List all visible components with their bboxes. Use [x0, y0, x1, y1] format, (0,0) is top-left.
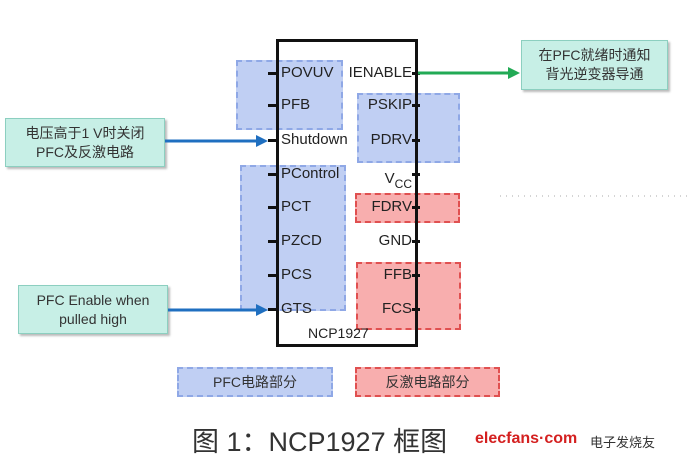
callout-line: 背光逆变器导通	[545, 66, 644, 82]
pfc-group-top	[236, 60, 343, 130]
pin-tick	[412, 173, 420, 176]
arrowhead-icon	[508, 67, 520, 79]
pin-tick	[412, 274, 420, 277]
pin-tick	[268, 206, 276, 209]
chip-name: NCP1927	[308, 325, 369, 341]
pin-tick	[412, 72, 420, 75]
callout-shutdown: 电压高于1 V时关闭 PFC及反激电路	[5, 118, 165, 167]
ncp1927-chip	[276, 39, 418, 347]
pfc-group-bottom	[240, 165, 346, 311]
right-pin-label: PDRV	[370, 131, 412, 148]
pin-tick	[412, 308, 420, 311]
right-pin-label: IENABLE	[348, 64, 412, 81]
pin-tick	[268, 139, 276, 142]
pin-tick	[412, 240, 420, 243]
watermark-name: 电子发烧友	[590, 436, 656, 451]
callout-line: 在PFC就绪时通知	[538, 47, 651, 63]
left-pin-label: PZCD	[281, 232, 322, 249]
callout-ienable: 在PFC就绪时通知 背光逆变器导通	[521, 40, 668, 90]
pin-tick	[268, 173, 276, 176]
pin-tick	[268, 240, 276, 243]
left-pin-label: PCT	[281, 198, 311, 215]
callout-line: PFC及反激电路	[36, 143, 134, 160]
pin-tick	[412, 104, 420, 107]
right-pin-label: PSKIP	[367, 96, 412, 113]
pfc-group-right	[357, 93, 460, 163]
callout-line: 电压高于1 V时关闭	[25, 124, 145, 141]
left-pin-label: PControl	[281, 165, 340, 182]
legend-flyback-label: 反激电路部分	[385, 374, 470, 390]
figure-caption: 图 1：NCP1927 框图	[192, 427, 448, 457]
arrowhead-icon	[256, 304, 268, 316]
left-pin-label: Shutdown	[281, 131, 348, 148]
callout-line: PFC Enable when	[36, 291, 150, 308]
pin-tick	[268, 104, 276, 107]
legend-pfc: PFC电路部分	[177, 367, 333, 397]
left-pin-label: PFB	[281, 96, 311, 113]
right-pin-label: FCS	[382, 300, 412, 317]
pin-tick	[268, 308, 276, 311]
legend-flyback: 反激电路部分	[355, 367, 500, 397]
legend-pfc-label: PFC电路部分	[213, 374, 297, 390]
arrowhead-icon	[256, 135, 268, 147]
right-pin-vcc: VCC	[384, 170, 412, 191]
flyback-group-fdrv	[355, 193, 460, 223]
callout-line: pulled high	[59, 310, 127, 327]
watermark-site: elecfans·com	[475, 430, 578, 447]
right-pin-label: FFB	[383, 266, 412, 283]
flyback-group-ffb-fcs	[356, 262, 461, 330]
pin-tick	[412, 139, 420, 142]
pin-tick	[268, 72, 276, 75]
pin-tick	[268, 274, 276, 277]
pin-tick	[412, 206, 420, 209]
left-pin-label: PCS	[281, 266, 312, 283]
right-pin-label: FDRV	[371, 198, 412, 215]
callout-gts: PFC Enable when pulled high	[18, 285, 168, 334]
right-pin-label: GND	[378, 232, 412, 249]
left-pin-label: GTS	[281, 300, 312, 317]
left-pin-label: POVUV	[281, 64, 334, 81]
